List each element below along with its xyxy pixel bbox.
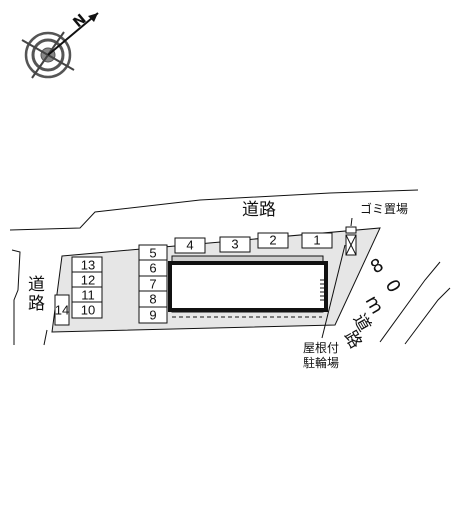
parking-row-top: 4 3 2 1 xyxy=(174,232,333,254)
road-width-digit-2: 0 xyxy=(381,276,405,296)
garbage-area-label: ゴミ置場 xyxy=(360,201,408,216)
bike-parking-leader xyxy=(321,244,346,339)
parking-space-10: 10 xyxy=(81,303,95,318)
parking-space-8: 8 xyxy=(149,292,156,307)
garbage-area-icon xyxy=(345,217,357,256)
apartment-building xyxy=(168,255,328,318)
parking-space-4: 4 xyxy=(186,238,193,253)
parking-space-1: 1 xyxy=(313,233,320,248)
parking-column-left: 13 12 11 10 14 xyxy=(54,256,103,326)
parking-space-14: 14 xyxy=(55,303,69,318)
road-label-left-1: 道 xyxy=(28,275,45,295)
parking-space-5: 5 xyxy=(149,246,156,261)
parking-space-6: 6 xyxy=(149,261,156,276)
parking-space-9: 9 xyxy=(149,308,156,323)
parking-space-13: 13 xyxy=(81,258,95,273)
parking-space-12: 12 xyxy=(81,273,95,288)
parking-column-middle: 5 6 7 8 9 xyxy=(138,244,168,324)
parking-space-2: 2 xyxy=(269,233,276,248)
road-outlines xyxy=(9,189,451,346)
stairs-icon xyxy=(320,279,328,301)
compass-icon xyxy=(21,12,99,79)
bike-parking-label-line2: 駐輪場 xyxy=(303,355,339,370)
compass-north-letter: N xyxy=(70,11,89,31)
road-width-digit-1: 8 xyxy=(367,254,387,278)
parking-space-11: 11 xyxy=(81,288,95,303)
parking-space-7: 7 xyxy=(149,277,156,292)
bike-parking-label-line1: 屋根付 xyxy=(303,341,339,355)
road-label-top: 道路 xyxy=(242,200,276,220)
road-label-left-2: 路 xyxy=(28,294,45,314)
parking-space-3: 3 xyxy=(231,237,238,252)
